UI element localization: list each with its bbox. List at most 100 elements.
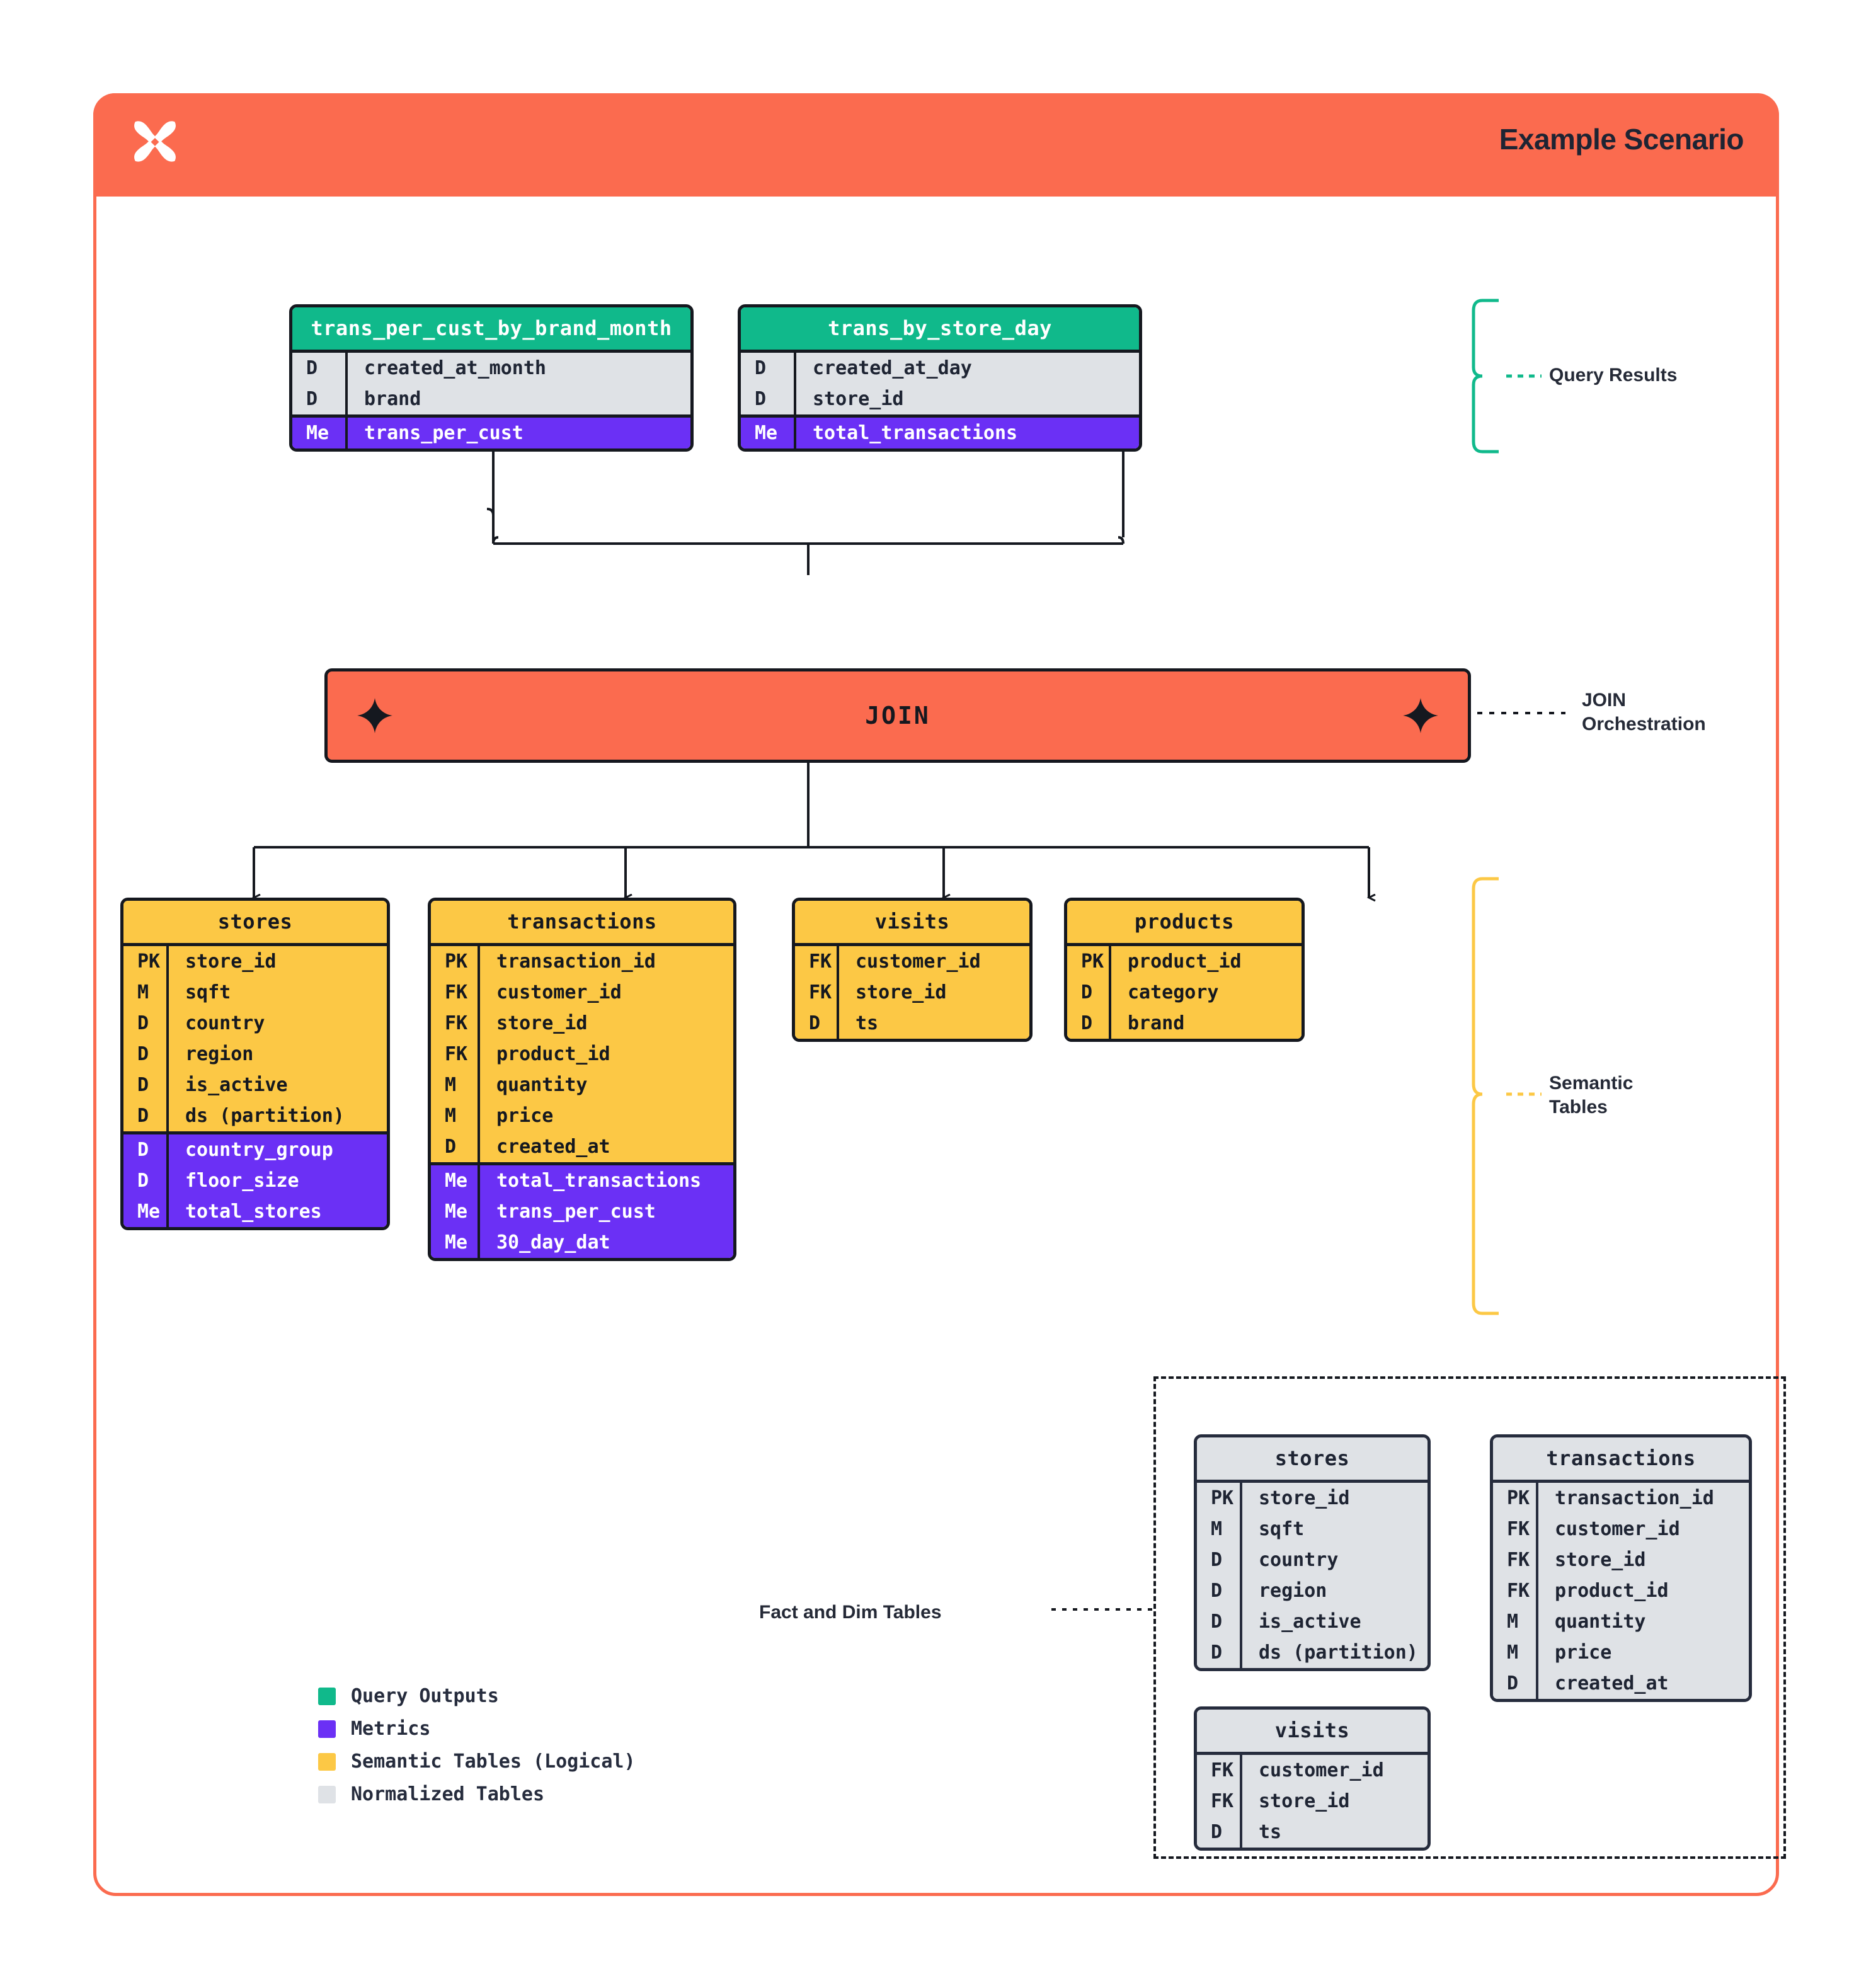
field-name: store_id <box>1259 1790 1350 1812</box>
field-key: Me <box>431 1227 480 1258</box>
field-name: price <box>496 1105 554 1127</box>
annotation-semantic-tables: Semantic Tables <box>1549 1071 1633 1119</box>
annotation-join-line2: Orchestration <box>1582 713 1706 734</box>
field-key: PK <box>1197 1483 1242 1514</box>
field-key: M <box>1493 1637 1538 1668</box>
table-title: transactions <box>431 901 733 943</box>
field-key: Me <box>741 418 796 448</box>
field-key: D <box>1197 1817 1242 1848</box>
legend-item: Normalized Tables <box>318 1783 636 1805</box>
table-title: stores <box>123 901 387 943</box>
field-key: FK <box>431 1039 480 1070</box>
four-point-star-icon-right <box>1403 698 1438 733</box>
field-name: created_at <box>1555 1672 1669 1694</box>
field-key: D <box>1197 1606 1242 1637</box>
table-row: D store_id <box>741 384 1139 414</box>
field-key: Me <box>431 1165 480 1196</box>
field-name: country <box>1259 1549 1339 1571</box>
field-name: 30_day_dat <box>496 1231 610 1254</box>
field-name: sqft <box>1259 1518 1305 1540</box>
fact-dim-container <box>1153 1376 1786 1859</box>
legend-swatch-metrics <box>318 1720 336 1738</box>
field-name: trans_per_cust <box>496 1201 656 1223</box>
field-key: D <box>123 1165 169 1196</box>
diagram-card: Example Scenario <box>93 93 1786 1896</box>
metric-section: Me total_transactions <box>741 414 1139 448</box>
field-key: D <box>1197 1575 1242 1606</box>
legend-label: Normalized Tables <box>351 1783 545 1805</box>
field-key: M <box>431 1070 480 1100</box>
x-sparkle-logo-icon <box>134 121 176 162</box>
field-name: sqft <box>185 981 231 1003</box>
field-key: D <box>123 1039 169 1070</box>
field-name: ts <box>855 1012 879 1034</box>
annotation-semantic-line1: Semantic <box>1549 1073 1634 1094</box>
table-row: Me total_transactions <box>741 418 1139 448</box>
legend-label: Query Outputs <box>351 1685 499 1707</box>
field-key: M <box>123 977 169 1008</box>
legend-swatch-query-outputs <box>318 1687 336 1705</box>
field-name: created_at_day <box>813 357 972 379</box>
table-row: Me 30_day_dat <box>431 1227 733 1258</box>
legend-item: Query Outputs <box>318 1685 636 1707</box>
field-name: product_id <box>1555 1580 1669 1602</box>
field-key: FK <box>431 977 480 1008</box>
field-name: customer_id <box>855 951 981 973</box>
table-row: FK store_id <box>1197 1786 1428 1817</box>
field-key: M <box>431 1100 480 1131</box>
query-result-table-1[interactable]: trans_per_cust_by_brand_month D created_… <box>289 304 694 452</box>
table-title: products <box>1067 901 1302 943</box>
query-result-table-2[interactable]: trans_by_store_day D created_at_day D st… <box>738 304 1142 452</box>
table-row: D created_at_day <box>741 353 1139 384</box>
field-name: created_at_month <box>364 357 546 379</box>
field-name: ds (partition) <box>1259 1642 1418 1664</box>
field-name: country_group <box>185 1139 333 1161</box>
table-title: transactions <box>1493 1437 1749 1480</box>
table-row: D created_at_month <box>292 353 690 384</box>
field-name: customer_id <box>1555 1518 1680 1540</box>
legend-swatch-semantic-tables <box>318 1752 336 1771</box>
field-key: D <box>123 1134 169 1165</box>
field-key: Me <box>123 1196 169 1227</box>
field-key: FK <box>431 1008 480 1039</box>
table-title: trans_by_store_day <box>741 307 1139 350</box>
fact-dim-leader-line <box>1051 1608 1152 1611</box>
field-name: ds (partition) <box>185 1105 345 1127</box>
field-name: store_id <box>1555 1549 1646 1571</box>
field-name: total_stores <box>185 1201 322 1223</box>
field-name: total_transactions <box>496 1170 702 1192</box>
field-key: Me <box>431 1196 480 1227</box>
field-key: FK <box>1197 1786 1242 1817</box>
field-key: PK <box>1067 946 1111 977</box>
field-key: PK <box>1493 1483 1538 1514</box>
field-key: D <box>1197 1545 1242 1575</box>
field-name: created_at <box>496 1136 610 1158</box>
join-orchestration-box[interactable]: JOIN <box>324 668 1471 763</box>
table-title: trans_per_cust_by_brand_month <box>292 307 690 350</box>
field-key: D <box>1197 1637 1242 1668</box>
